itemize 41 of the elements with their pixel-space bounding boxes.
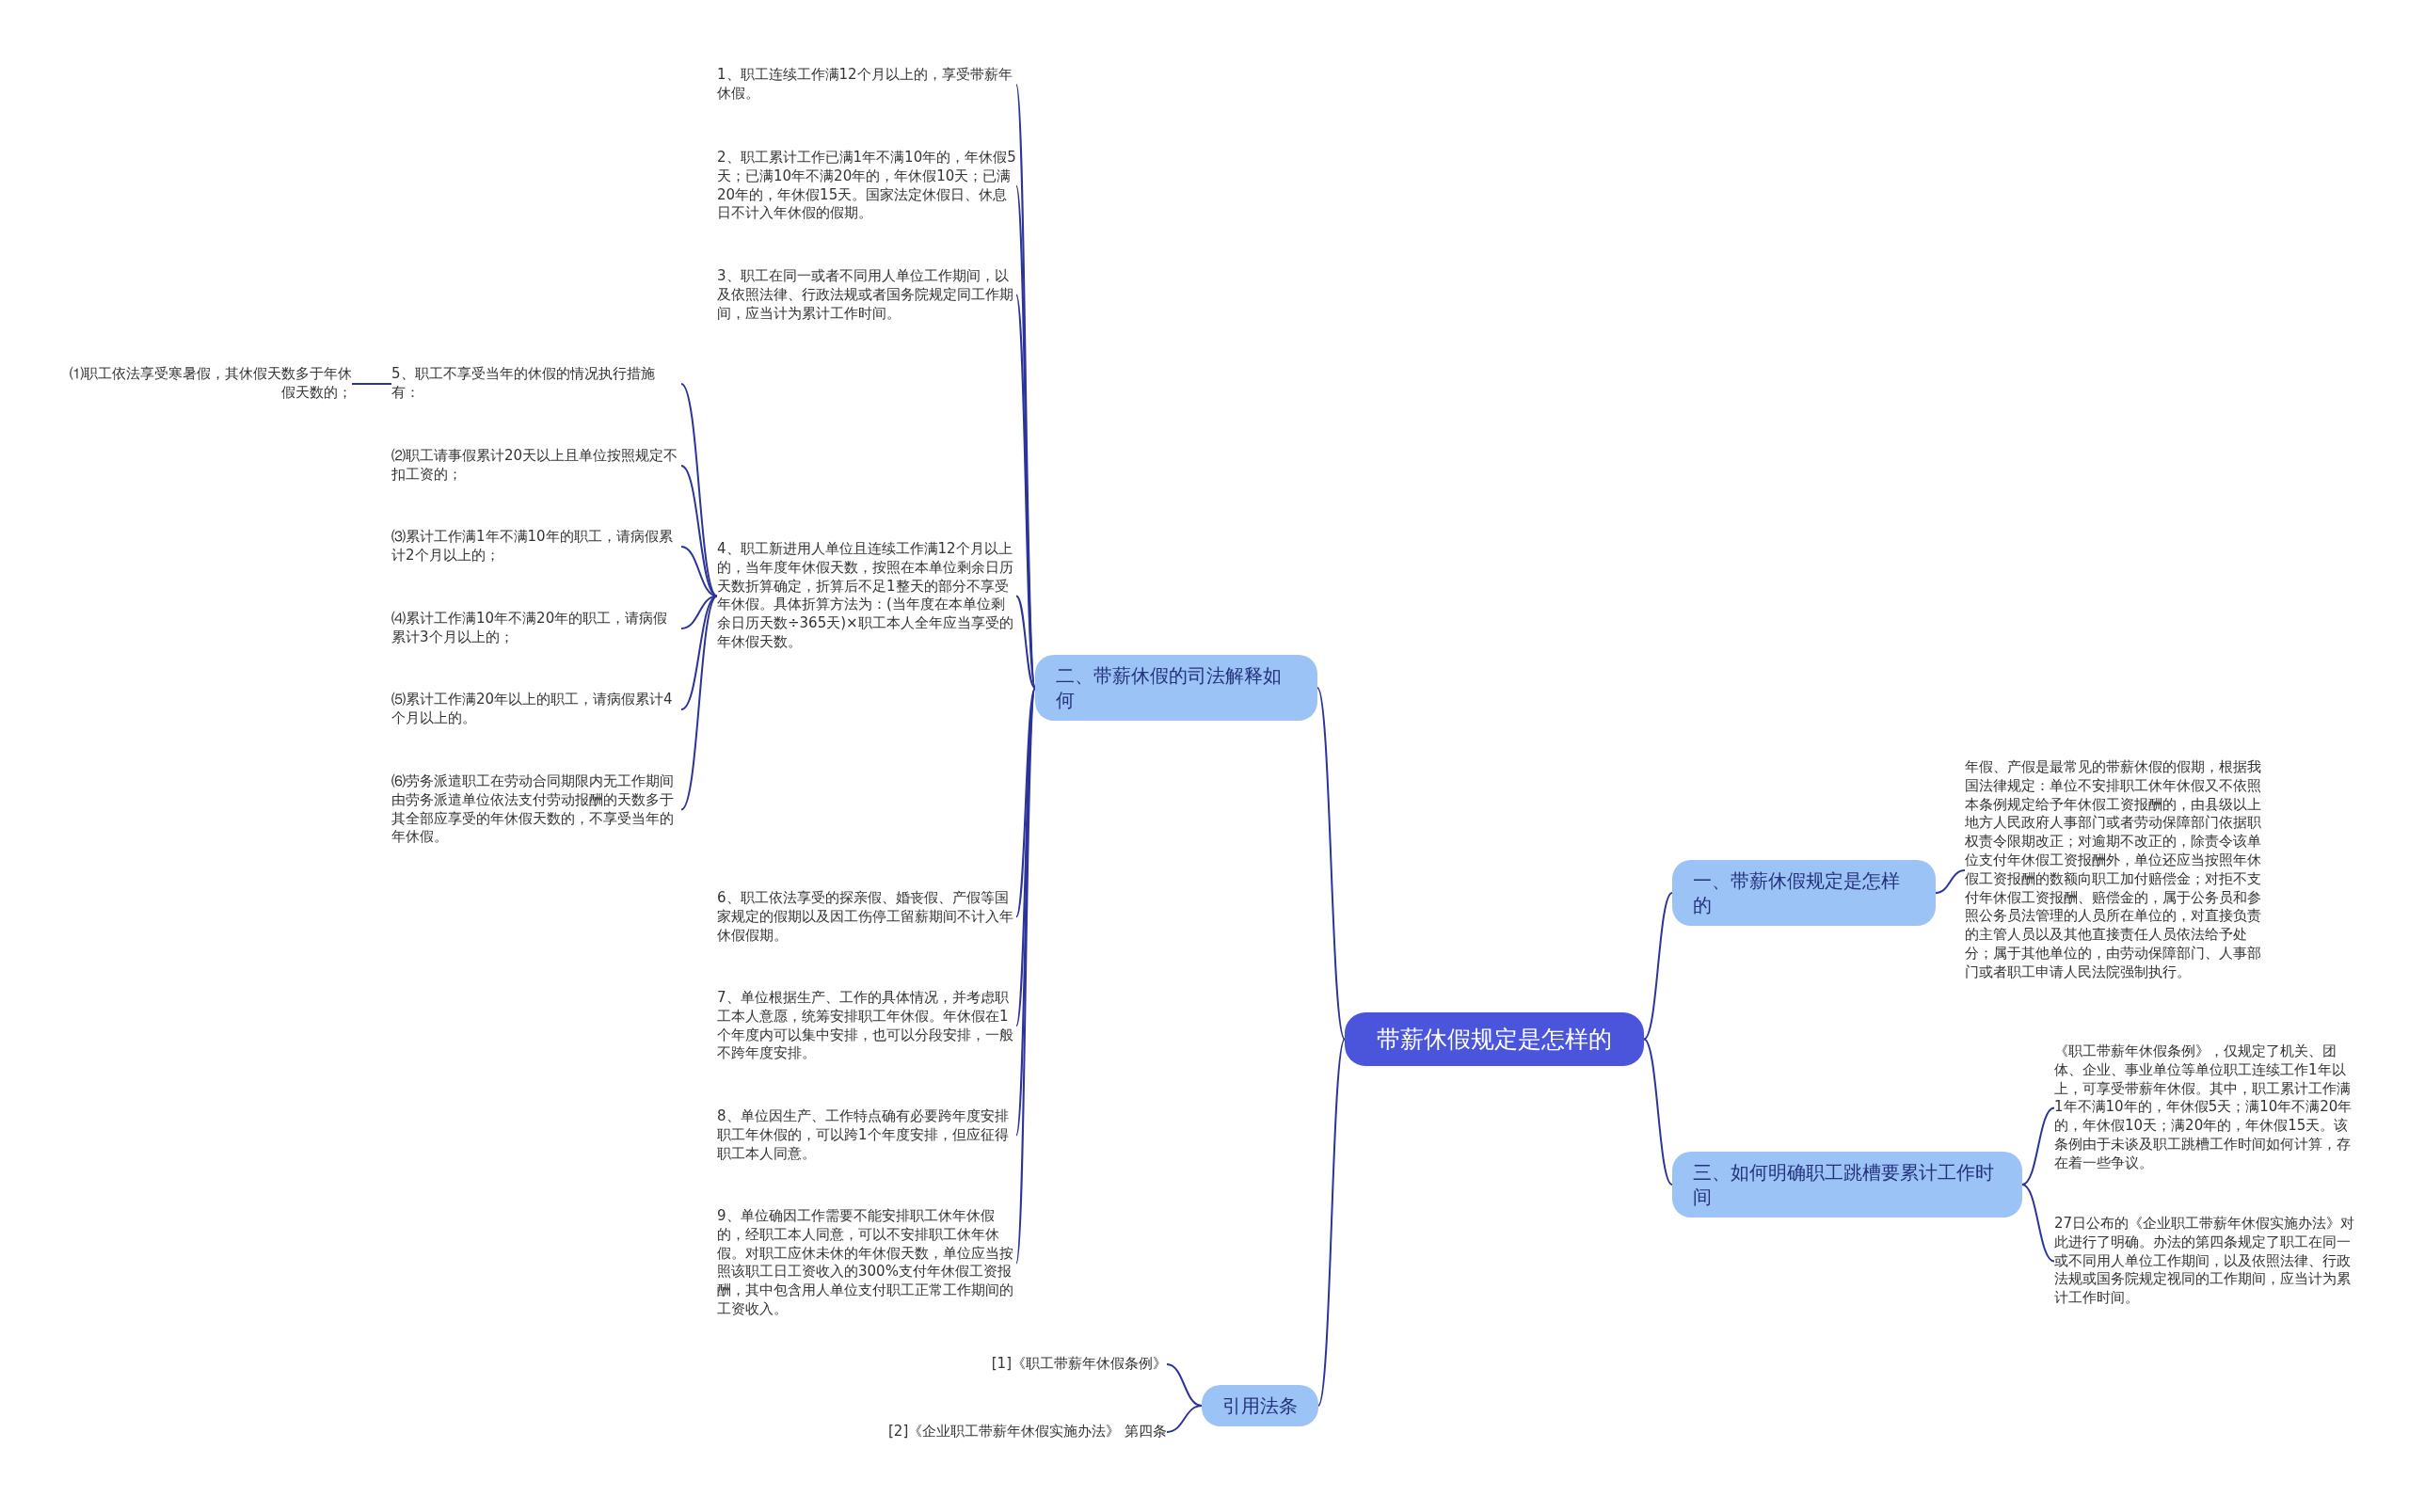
topic-text: ⑸累计工作满20年以上的职工，请病假累计4个月以上的。 [391,691,681,728]
topic-text: 年假、产假是最常见的带薪休假的假期，根据我国法律规定：单位不安排职工休年休假又不依照本条例规定给予年休假工资报酬的，由县级以上地方人民政府人事部门或者劳动保障部门依据职权责令限期改正；对逾期不改正的，除责令该单位支付年休假工资报酬外，单位还应当按照年休假工资报酬的数额向职工加付赔偿金；对拒不支付年休假工资报酬、赔偿金的，属于公务员和参照公务员法管理的人员所在单位的，对直接负责的主管人员以及其他直接责任人员依法给予处分；属于其他单位的，由劳动保障部门、人事部门或者职工申请人民法院强制执行。 [1965,758,2266,982]
topic-text: ⑵职工请事假累计20天以上且单位按照规定不扣工资的； [391,447,681,485]
topic-text: ⑶累计工作满1年不满10年的职工，请病假累计2个月以上的； [391,528,681,565]
topic-text: [1]《职工带薪年休假条例》 [932,1355,1167,1374]
topic-text: [2]《企业职工带薪年休假实施办法》 第四条 [847,1423,1167,1441]
topic-text: 7、单位根据生产、工作的具体情况，并考虑职工本人意愿，统筹安排职工年休假。年休假在1个年度内可以集中安排，也可以分段安排，一般不跨年度安排。 [717,989,1016,1064]
connector-line [1166,1405,1203,1433]
topic-text: 1、职工连续工作满12个月以上的，享受带薪年休假。 [717,66,1016,103]
topic-text: ⑷累计工作满10年不满20年的职工，请病假累计3个月以上的； [391,610,681,647]
topic-text: 8、单位因生产、工作特点确有必要跨年度安排职工年休假的，可以跨1个年度安排，但应征得职工本人同意。 [717,1107,1016,1164]
connector-line [351,383,392,385]
connector-line [680,595,718,811]
connector-line [1643,892,1673,1041]
topic-text: ⑴职工依法享受寒暑假，其休假天数多于年休假天数的； [62,365,352,403]
topic-text: 9、单位确因工作需要不能安排职工休年休假的，经职工本人同意，可以不安排职工休年休假。对职工应休未休的年休假天数，单位应当按照该职工日工资收入的300%支付年休假工资报酬，其中包含用人单位支付职工正常工作期间的工资收入。 [717,1207,1016,1319]
topic-text: 4、职工新进用人单位且连续工作满12个月以上的，当年度年休假天数，按照在本单位剩余日历天数折算确定，折算后不足1整天的部分不享受年休假。具体折算方法为：(当年度在本单位剩余日历天数÷365天)×职工本人全年应当享受的年休假天数。 [717,540,1016,652]
connector-line [1015,294,1036,689]
topic-text: 5、职工不享受当年的休假的情况执行措施有： [391,365,681,403]
topic-text: ⑹劳务派遣职工在劳动合同期限内无工作期间由劳务派遣单位依法支付劳动报酬的天数多于其全部应享受的年休假天数的，不享受当年的年休假。 [391,772,681,848]
connector-line [1015,687,1036,1027]
topic-text: 27日公布的《企业职工带薪年休假实施办法》对此进行了明确。办法的第四条规定了职工在同一或不同用人单位工作期间，以及依照法律、行政法规或国务院规定视同的工作期间，应当计为累计工作时间。 [2054,1215,2355,1308]
connector-line [1935,869,1966,894]
connector-line [2021,1184,2055,1263]
connector-line [1015,687,1036,918]
connector-line [1015,595,1036,689]
branch-topic: 一、带薪休假规定是怎样的 [1672,860,1936,926]
connector-line [1317,1038,1346,1407]
connector-line [1316,687,1346,1041]
root-topic: 带薪休假规定是怎样的 [1345,1012,1644,1066]
branch-topic: 二、带薪休假的司法解释如何 [1035,655,1317,721]
connector-line [1643,1038,1673,1186]
branch-topic: 三、如何明确职工跳槽要累计工作时间 [1672,1152,2022,1218]
topic-text: 3、职工在同一或者不同用人单位工作期间，以及依照法律、行政法规或者国务院规定同工作期间，应当计为累计工作时间。 [717,267,1016,324]
connector-line [2021,1106,2055,1186]
connector-line [680,465,718,597]
topic-text: 2、职工累计工作已满1年不满10年的，年休假5天；已满10年不满20年的，年休假10天；已满20年的，年休假15天。国家法定休假日、休息日不计入年休假的假期。 [717,149,1016,224]
connector-line [680,595,718,710]
branch-topic: 引用法条 [1202,1385,1318,1426]
topic-text: 《职工带薪年休假条例》，仅规定了机关、团体、企业、事业单位等单位职工连续工作1年以上，可享受带薪年休假。其中，职工累计工作满1年不满10年的，年休假5天；满10年不满20年的，年休假10天；满20年的，年休假15天。该条例由于未谈及职工跳槽工作时间如何计算，存在着一些争议。 [2054,1042,2355,1173]
topic-text: 6、职工依法享受的探亲假、婚丧假、产假等国家规定的假期以及因工伤停工留薪期间不计入年休假假期。 [717,889,1016,946]
